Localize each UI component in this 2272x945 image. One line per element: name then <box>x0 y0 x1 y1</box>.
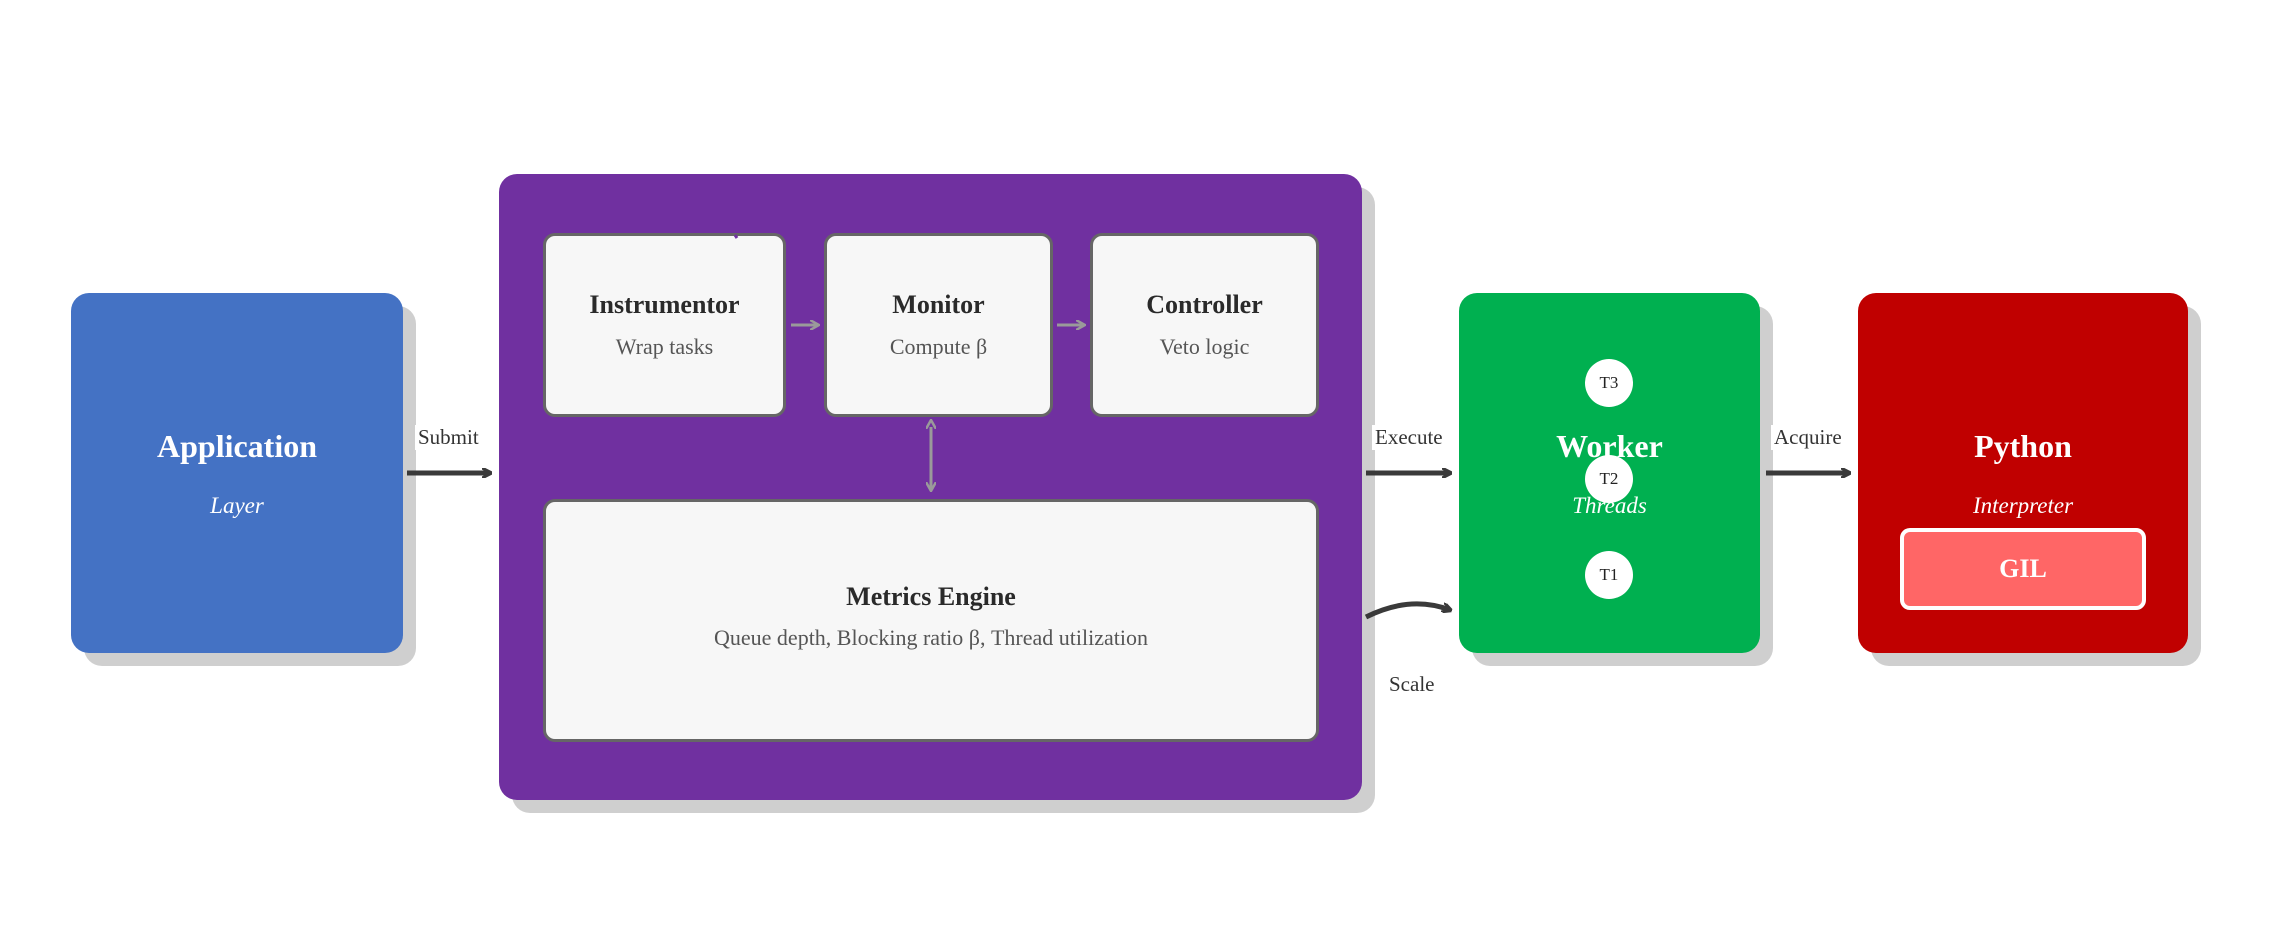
metrics-engine-node: Metrics Engine Queue depth, Blocking rat… <box>543 499 1319 742</box>
python-subtitle: Interpreter <box>1972 493 2074 518</box>
instrumentor-subtitle: Wrap tasks <box>615 334 714 359</box>
acquire-label: Acquire <box>1771 425 1845 450</box>
scale-arrow <box>1364 601 1450 620</box>
worker-node: Worker Threads T3 T2 T1 <box>1459 293 1760 653</box>
thread-t3: T3 <box>1585 359 1633 407</box>
thread-t2: T2 <box>1585 455 1633 503</box>
python-title: Python <box>1974 428 2072 464</box>
scale-label: Scale <box>1386 672 1438 697</box>
monitor-subtitle: Compute β <box>889 334 988 359</box>
instrumentor-tick <box>733 234 739 239</box>
gil-lock: GIL <box>1900 528 2146 610</box>
monitor-title: Monitor <box>892 290 985 319</box>
submit-label: Submit <box>415 425 482 450</box>
monitor-node: Monitor Compute β <box>824 233 1053 417</box>
controller-subtitle: Veto logic <box>1159 334 1250 359</box>
controller-group: Instrumentor Wrap tasks Monitor Compute … <box>499 174 1362 800</box>
metrics-engine-subtitle: Queue depth, Blocking ratio β, Thread ut… <box>714 625 1148 650</box>
application-subtitle: Layer <box>210 493 264 518</box>
execute-label: Execute <box>1372 425 1446 450</box>
controller-title: Controller <box>1146 290 1263 319</box>
application-title: Application <box>156 428 318 464</box>
metrics-engine-title: Metrics Engine <box>846 582 1016 611</box>
instrumentor-title: Instrumentor <box>589 290 740 319</box>
thread-t1: T1 <box>1585 551 1633 599</box>
application-node: Application Layer <box>71 293 403 653</box>
controller-node: Controller Veto logic <box>1090 233 1319 417</box>
instrumentor-node: Instrumentor Wrap tasks <box>543 233 786 417</box>
python-node: Python Interpreter GIL <box>1858 293 2188 653</box>
